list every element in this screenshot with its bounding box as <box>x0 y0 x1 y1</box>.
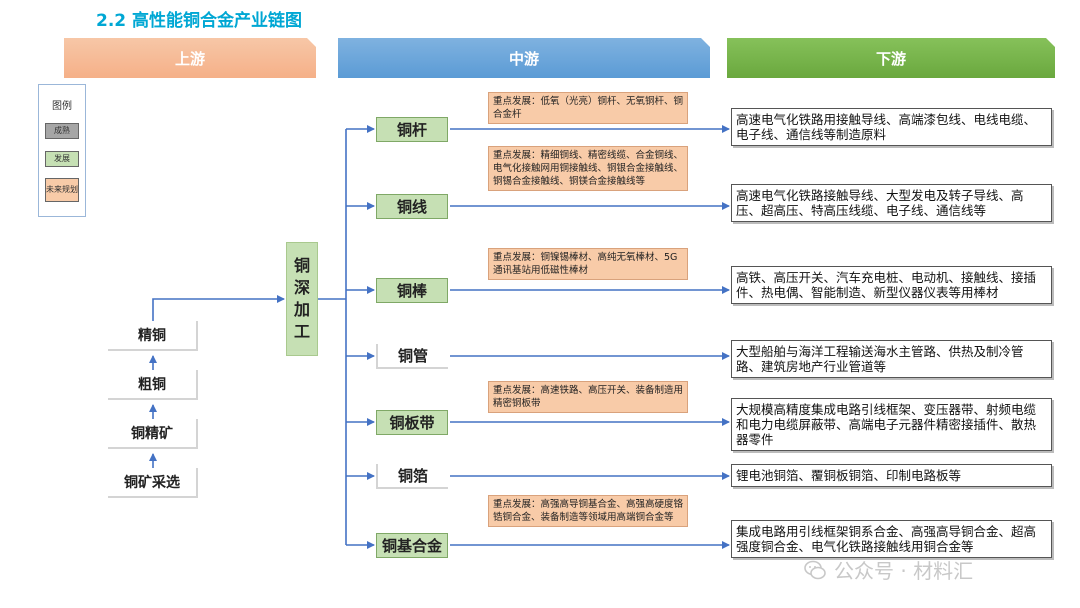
product-copper-wire: 铜线 <box>376 194 448 219</box>
application-copper-wire: 高速电气化铁路接触导线、大型发电及转子导线、高压、超高压、特高压线缆、电子线、通… <box>731 184 1052 222</box>
midstream-banner: 中游 <box>338 38 710 78</box>
application-copper-tube: 大型船舶与海洋工程输送海水主管路、供热及制冷管路、建筑房地产行业管道等 <box>731 340 1052 378</box>
legend-item-future: 未来规划 <box>45 178 79 202</box>
product-copper-bar: 铜棒 <box>376 278 448 303</box>
upstream-copper-mining: 铜矿采选 <box>108 468 198 498</box>
product-copper-tube: 铜管 <box>376 344 448 369</box>
upstream-blister-copper: 粗铜 <box>108 370 198 400</box>
page-title: 2.2 高性能铜合金产业链图 <box>96 11 303 31</box>
deep-processing-node: 铜深加工 <box>286 242 318 356</box>
downstream-banner: 下游 <box>727 38 1055 78</box>
watermark: 公众号 · 材料汇 <box>804 555 973 584</box>
legend: 图例 成熟 发展 未来规划 <box>38 84 86 217</box>
arrow-refined-to-deep <box>152 295 285 321</box>
application-copper-strip: 大规模高精度集成电路引线框架、变压器带、射频电缆和电力电缆屏蔽带、高端电子元器件… <box>731 398 1052 451</box>
legend-title: 图例 <box>52 101 72 112</box>
legend-item-mature: 成熟 <box>45 123 79 139</box>
application-copper-foil: 锂电池铜箔、覆铜板铜箔、印制电路板等 <box>731 464 1052 487</box>
application-copper-rod: 高速电气化铁路用接触导线、高端漆包线、电线电缆、电子线、通信线等制造原料 <box>731 108 1052 146</box>
wechat-icon <box>804 560 826 579</box>
focus-note-copper-alloy: 重点发展：高强高导铜基合金、高强高硬度铬锆铜合金、装备制造等领域用高端铜合金等 <box>488 495 688 527</box>
product-copper-strip: 铜板带 <box>376 410 448 435</box>
watermark-text: 公众号 · 材料汇 <box>834 559 974 583</box>
product-copper-foil: 铜箔 <box>376 464 448 489</box>
upstream-banner: 上游 <box>64 38 316 78</box>
application-copper-alloy: 集成电路用引线框架铜系合金、高强高导铜合金、超高强度铜合金、电气化铁路接触线用铜… <box>731 520 1052 558</box>
focus-note-copper-strip: 重点发展：高速铁路、高压开关、装备制造用精密铜板带 <box>488 381 688 413</box>
focus-note-copper-bar: 重点发展：铜镍锡棒材、高纯无氧棒材、5G通讯基站用低磁性棒材 <box>488 248 688 280</box>
application-copper-bar: 高铁、高压开关、汽车充电桩、电动机、接触线、接插件、热电偶、智能制造、新型仪器仪… <box>731 266 1052 304</box>
product-copper-alloy: 铜基合金 <box>376 533 448 558</box>
legend-item-developing: 发展 <box>45 151 79 167</box>
product-copper-rod: 铜杆 <box>376 117 448 142</box>
upstream-refined-copper: 精铜 <box>108 321 198 351</box>
focus-note-copper-wire: 重点发展：精细铜线、精密线缆、合金铜线、电气化接触网用铜接触线、铜银合金接触线、… <box>488 146 688 191</box>
focus-note-copper-rod: 重点发展：低氧（光亮）铜杆、无氧铜杆、铜合金杆 <box>488 92 688 124</box>
upstream-copper-concentrate: 铜精矿 <box>108 419 198 449</box>
